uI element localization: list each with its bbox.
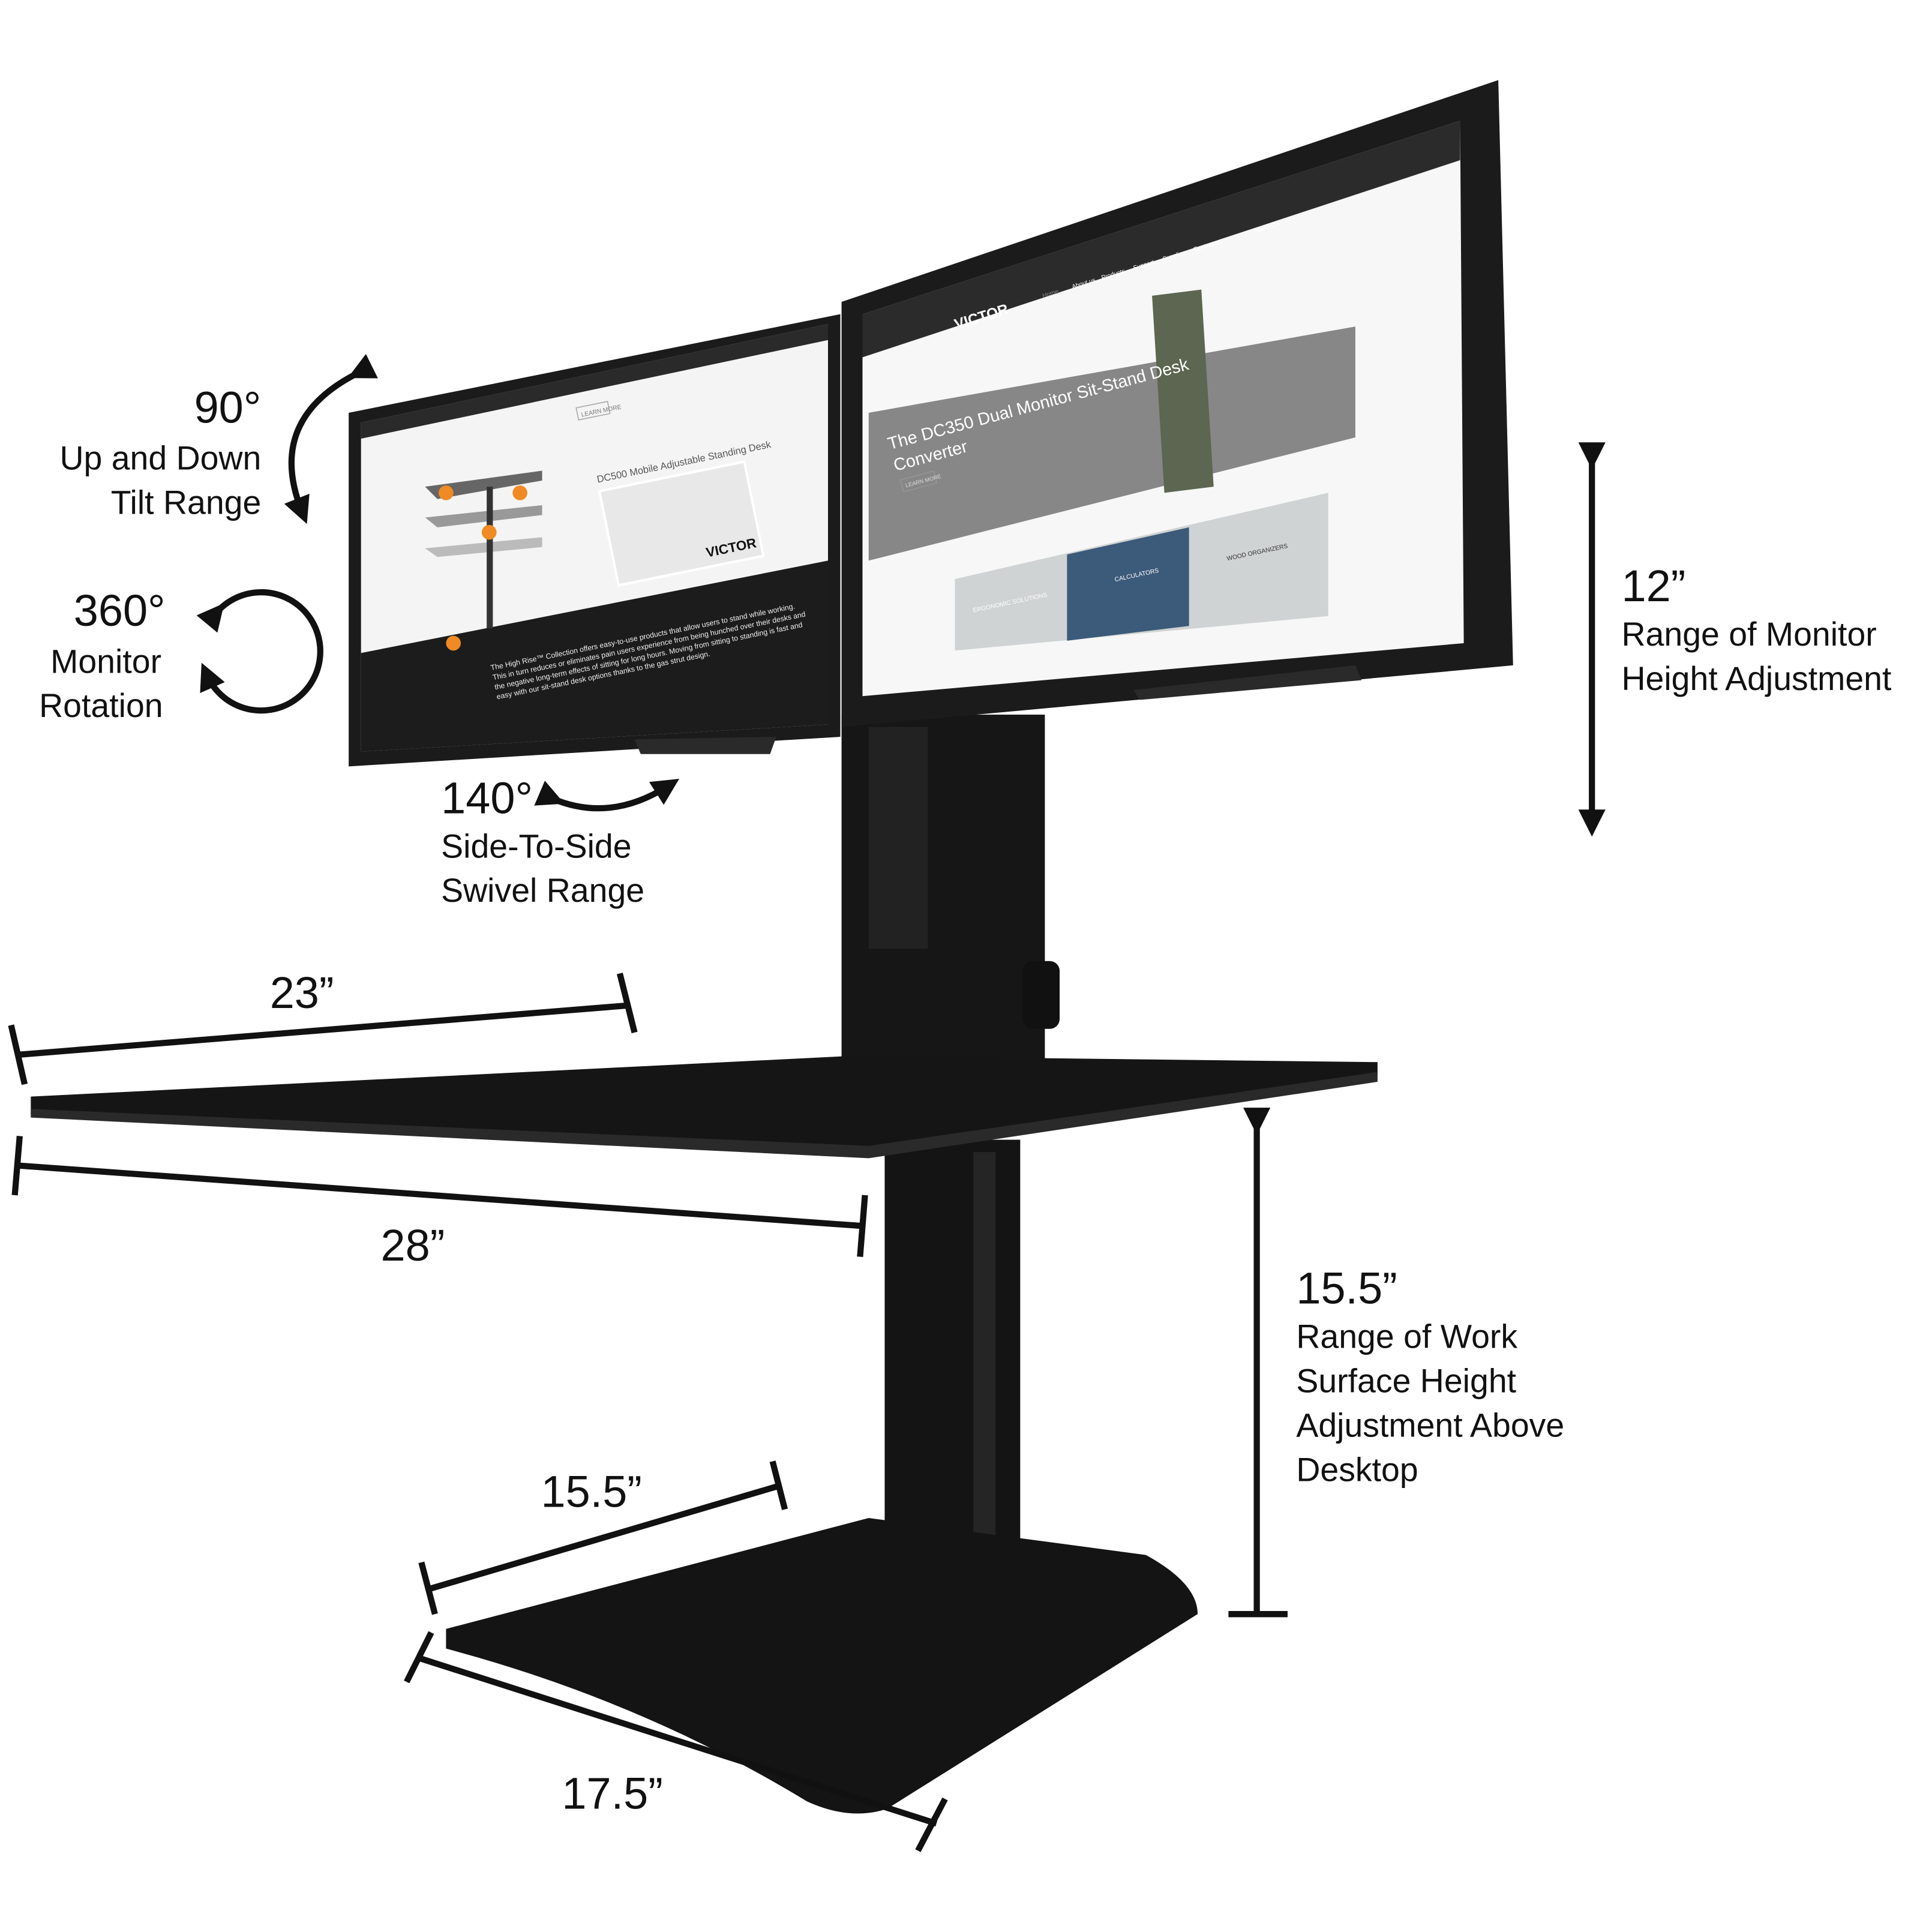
- rotation-value: 360°: [74, 586, 166, 635]
- surface-width-annotation: 28”: [11, 1135, 868, 1270]
- lower-column: [884, 1139, 1021, 1590]
- tilt-annotation: 90° Up and Down Tilt Range: [59, 353, 378, 524]
- surface-width-value: 28”: [381, 1220, 445, 1270]
- surface-height-line3: Adjustment Above: [1296, 1406, 1564, 1444]
- monitor-height-annotation: 12” Range of Monitor Height Adjustment: [1578, 442, 1892, 837]
- tilt-line2: Tilt Range: [111, 484, 262, 521]
- tilt-arrow-icon: [284, 353, 378, 524]
- base-width-value: 17.5”: [562, 1769, 662, 1819]
- monitor-height-line1: Range of Monitor: [1622, 616, 1877, 653]
- surface-depth-value: 23”: [270, 968, 334, 1018]
- swivel-line2: Swivel Range: [441, 872, 644, 909]
- left-monitor: LEARN MORE DC500 Mobile Adjustable Stand…: [349, 314, 841, 767]
- base-plate: [446, 1518, 1198, 1814]
- work-surface-edge: [31, 1072, 1378, 1159]
- swivel-arrow-icon: [534, 779, 680, 812]
- base-depth-annotation: 15.5”: [418, 1460, 788, 1615]
- surface-height-line1: Range of Work: [1296, 1318, 1517, 1355]
- surface-depth-annotation: 23”: [8, 968, 638, 1085]
- base-depth-value: 15.5”: [541, 1467, 641, 1517]
- surface-height-annotation: 15.5” Range of Work Surface Height Adjus…: [1228, 1108, 1564, 1618]
- right-monitor: VICTOR Home About us Products Support Su…: [841, 80, 1513, 727]
- hero-person: [1152, 289, 1214, 493]
- swivel-line1: Side-To-Side: [441, 827, 631, 865]
- lower-rail: [973, 1152, 996, 1571]
- height-lock-knob: [1022, 961, 1060, 1029]
- monitor-height-value: 12”: [1622, 561, 1686, 611]
- left-monitor-stand-foot: [634, 737, 776, 754]
- standing-desk-converter: LEARN MORE DC500 Mobile Adjustable Stand…: [31, 80, 1513, 1814]
- video-thumbnail[interactable]: [598, 460, 765, 587]
- column-rail: [868, 727, 928, 949]
- surface-height-line4: Desktop: [1296, 1451, 1418, 1488]
- surface-height-value: 15.5”: [1296, 1264, 1397, 1313]
- rotation-annotation: 360° Monitor Rotation: [39, 586, 323, 724]
- rotation-line1: Monitor: [50, 643, 161, 680]
- hero-band: [868, 326, 1355, 561]
- surface-height-line2: Surface Height: [1296, 1363, 1516, 1400]
- monitor-height-line2: Height Adjustment: [1622, 660, 1892, 697]
- right-monitor-stand-foot: [1133, 665, 1362, 700]
- tilt-line1: Up and Down: [59, 439, 261, 476]
- swivel-annotation: 140° Side-To-Side Swivel Range: [441, 773, 680, 909]
- rotation-arrow-icon: [196, 589, 323, 714]
- tilt-value: 90°: [194, 382, 262, 432]
- desk-illustration: [425, 470, 542, 651]
- swivel-value: 140°: [441, 773, 533, 823]
- base-width-annotation: 17.5”: [404, 1631, 948, 1852]
- rotation-line2: Rotation: [39, 687, 163, 724]
